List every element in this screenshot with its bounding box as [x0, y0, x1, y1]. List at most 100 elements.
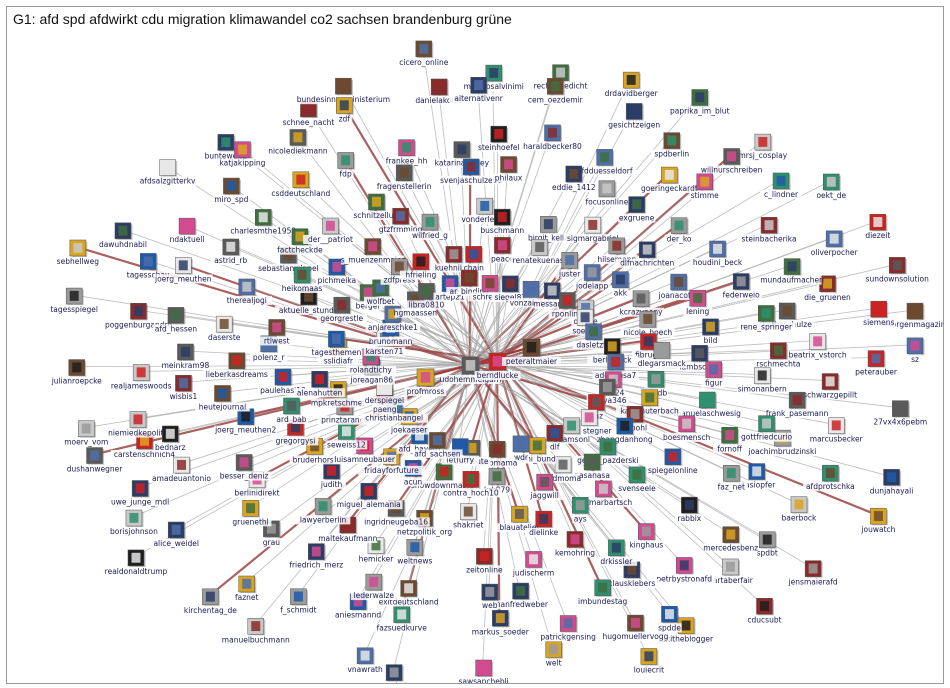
- node-wdr[interactable]: wdr: [512, 435, 531, 462]
- node-julianroepcke[interactable]: julianroepcke: [47, 359, 107, 386]
- node-spiegelonline[interactable]: spiegelonline: [643, 448, 703, 475]
- node-baerbock[interactable]: baerbock: [780, 496, 818, 523]
- node-louiecrit[interactable]: louiecrit: [628, 648, 670, 675]
- node-paprika-im-blut[interactable]: paprika_im_blut: [666, 89, 734, 116]
- node-therealjogi[interactable]: therealjogi: [221, 278, 272, 305]
- node-dielinke[interactable]: dielinke: [524, 510, 563, 538]
- node-lieberkasdreams[interactable]: lieberkasdreams: [203, 352, 271, 379]
- node-frank-pasemann[interactable]: frank_pasemann: [765, 391, 829, 419]
- node-welt[interactable]: welt: [543, 641, 564, 668]
- node-hfrieling[interactable]: hfrieling: [399, 253, 442, 280]
- node-jensmaierafd[interactable]: jensmaierafd: [785, 560, 841, 587]
- node-imbundestag[interactable]: imbundestag: [577, 579, 628, 606]
- node-schnee-nacht[interactable]: schnee_nacht: [281, 100, 336, 127]
- hub-node-peteraltmaier[interactable]: peteraltmaier: [502, 338, 561, 366]
- node-dushanwegner[interactable]: dushanwegner: [67, 447, 123, 474]
- node-georgrestle[interactable]: georgrestle: [316, 296, 367, 324]
- node-dlegarsmack[interactable]: dlegarsmack: [636, 341, 687, 369]
- node-siegel87[interactable]: siegel87: [491, 275, 530, 302]
- node-steinbacherika[interactable]: steinbacherika: [737, 217, 801, 244]
- node-akk[interactable]: akk: [612, 271, 630, 298]
- node-wilfried-g[interactable]: wilfried_g: [406, 213, 453, 241]
- node-ralf-stegner[interactable]: ralf_stegner: [561, 409, 617, 436]
- node-heikomaas[interactable]: heikomaas: [281, 266, 323, 294]
- node-web[interactable]: web: [481, 583, 500, 611]
- node-bild[interactable]: bild: [700, 318, 721, 345]
- node-markus-soeder[interactable]: markus_soeder: [470, 610, 530, 637]
- network-graph[interactable]: sz27vx4x6pebmdunjahayalijouwatchjensmaie…: [7, 7, 943, 683]
- node-sundownsolution[interactable]: sundownsolution: [863, 257, 931, 284]
- node-messance[interactable]: messance: [533, 282, 571, 309]
- node-birgit-kelle[interactable]: birgit_kelle: [521, 216, 576, 243]
- node-diezeit[interactable]: diezeit: [861, 213, 895, 241]
- node-schiya346[interactable]: schiya346: [586, 378, 629, 406]
- node-googlede[interactable]: googlede: [375, 664, 413, 683]
- node-beatrix-vstorch[interactable]: beatrix_vstorch: [783, 333, 852, 360]
- node-alternativenr[interactable]: alternativenr: [449, 76, 509, 104]
- node-realdonaldtrump[interactable]: realdonaldtrump: [102, 549, 170, 576]
- node-ar-binding[interactable]: ar_binding: [446, 269, 493, 297]
- node-f-schmidt[interactable]: f_schmidt: [277, 588, 320, 615]
- node-faznet[interactable]: faznet: [232, 575, 262, 603]
- node-spdbt[interactable]: spdbt: [754, 531, 780, 558]
- node-fazsuedkurve[interactable]: fazsuedkurve: [374, 606, 430, 633]
- node-oliverpocher[interactable]: oliverpocher: [806, 230, 862, 257]
- node-wolfbet[interactable]: wolfbet: [364, 279, 398, 306]
- node-die-gruenen[interactable]: die_gruenen: [802, 275, 853, 302]
- node-bednarz[interactable]: bednarz: [153, 425, 187, 452]
- node-kuehnikev[interactable]: kuehnikev: [433, 246, 475, 273]
- node-willnurschreiben[interactable]: willnurschreiben: [695, 148, 768, 175]
- node-mrsj-cosplay[interactable]: mrsj_cosplay: [735, 133, 791, 161]
- node-sigmargabriel[interactable]: sigmargabriel: [563, 216, 623, 244]
- node-gesichtzeigen[interactable]: gesichtzeigen: [604, 103, 664, 130]
- node-rtlwest[interactable]: rtlwest: [260, 319, 294, 346]
- node-chain[interactable]: chain: [461, 246, 487, 273]
- node-lambsdorff[interactable]: lambsdorff: [676, 345, 723, 372]
- node-manfredweber[interactable]: manfredweber: [493, 582, 549, 610]
- node-moerv-vom[interactable]: moerv_vom: [64, 420, 108, 447]
- node-afd-hessen[interactable]: afd_hessen: [152, 307, 199, 334]
- node-rschmechta[interactable]: rschmechta: [755, 342, 802, 369]
- node-dlf[interactable]: dlf: [546, 425, 565, 452]
- node-libra0810[interactable]: libra0810: [405, 283, 448, 310]
- node-csddeutschland[interactable]: csddeutschland: [269, 171, 333, 198]
- node-shakriet[interactable]: shakriet: [449, 503, 487, 530]
- node-stimme[interactable]: stimme: [690, 173, 719, 200]
- node-jouwatch[interactable]: jouwatch: [859, 507, 898, 535]
- node-c-pohl[interactable]: c_pohl: [620, 406, 650, 433]
- node-oekt-de[interactable]: oekt_de: [814, 173, 848, 200]
- node-zeitonline[interactable]: zeitonline: [461, 548, 508, 575]
- node-figur[interactable]: figur: [701, 361, 726, 388]
- node-afd-sachsen[interactable]: afd_sachsen: [412, 432, 463, 459]
- node-contra-hoch10[interactable]: contra_hoch10: [441, 471, 501, 498]
- node-adamsonl[interactable]: adamsonl: [552, 417, 591, 444]
- node-alenahutten[interactable]: alenahutten: [294, 371, 345, 398]
- node-svenseele[interactable]: svenseele: [616, 466, 658, 493]
- node-boesmensch[interactable]: boesmensch: [663, 415, 711, 442]
- node-realjameswoods[interactable]: realjameswoods: [109, 364, 173, 391]
- node-poggenburgandre[interactable]: poggenburgandre: [104, 303, 173, 330]
- node-niemiedkepolity[interactable]: niemiedkepolity: [104, 411, 172, 438]
- node-drkissler[interactable]: drkissler: [595, 539, 638, 566]
- node-drdavidberger[interactable]: drdavidberger: [601, 71, 661, 99]
- node-karl-lauterbach[interactable]: karl_lauterbach: [615, 389, 684, 416]
- node-schnitzelluis[interactable]: schnitzelluis: [347, 193, 406, 220]
- node-sawsanchebli[interactable]: sawsanchebli: [456, 659, 511, 683]
- node-siemens[interactable]: siemens: [862, 300, 896, 328]
- node-dasletzte[interactable]: dasletzte: [572, 323, 615, 350]
- node-svenjaschulze68[interactable]: svenjaschulze68: [437, 158, 505, 185]
- node-gtzfrmming[interactable]: gtzfrmming: [377, 207, 424, 235]
- node-buntewelt1[interactable]: buntewelt1: [202, 134, 249, 161]
- node-peace[interactable]: peace: [490, 237, 515, 264]
- node-marcusbecker[interactable]: marcusbecker: [808, 417, 864, 444]
- node-joerg-meuthen2[interactable]: joerg_meuthen2: [214, 408, 278, 435]
- node-paulehasi13[interactable]: paulehasi13: [257, 368, 309, 396]
- node-dlfnachrichten[interactable]: dlfnachrichten: [615, 241, 679, 268]
- node-goeringeckardt[interactable]: goeringeckardt: [637, 166, 701, 194]
- node-lawyerberlin[interactable]: lawyerberlin: [295, 498, 351, 525]
- node-nicole-hoech[interactable]: nicole_hoech: [620, 310, 676, 338]
- node-sz[interactable]: sz: [906, 337, 925, 364]
- node-lening[interactable]: lening: [683, 289, 713, 317]
- node-manuelaschwesig[interactable]: manuelaschwesig: [673, 391, 742, 419]
- node-heutejournal[interactable]: heutejournal: [195, 385, 250, 412]
